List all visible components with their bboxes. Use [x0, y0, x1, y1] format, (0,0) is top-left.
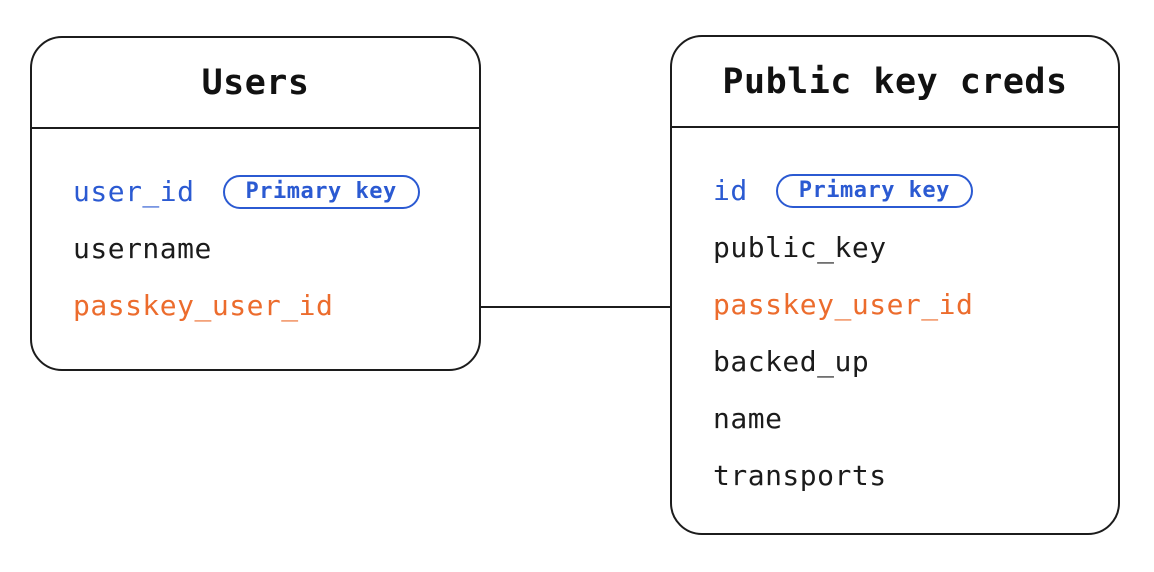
table-users-header: Users [32, 38, 479, 129]
table-public-key-creds-body: id Primary key public_key passkey_user_i… [672, 128, 1118, 504]
field-name: name [713, 402, 783, 435]
field-id: id [713, 174, 748, 207]
field-passkey-user-id: passkey_user_id [713, 288, 974, 321]
table-row: user_id Primary key [73, 163, 459, 220]
table-row: username [73, 220, 459, 277]
field-username: username [73, 232, 212, 265]
table-row: public_key [713, 219, 1098, 276]
table-public-key-creds-header: Public key creds [672, 37, 1118, 128]
field-transports: transports [713, 459, 887, 492]
table-public-key-creds-title: Public key creds [722, 61, 1068, 102]
table-users-body: user_id Primary key username passkey_use… [32, 129, 479, 334]
field-backed-up: backed_up [713, 345, 870, 378]
field-passkey-user-id: passkey_user_id [73, 289, 334, 322]
table-users: Users user_id Primary key username passk… [30, 36, 481, 371]
field-public-key: public_key [713, 231, 887, 264]
primary-key-badge: Primary key [775, 173, 973, 208]
table-row: passkey_user_id [713, 276, 1098, 333]
table-row: id Primary key [713, 162, 1098, 219]
table-public-key-creds: Public key creds id Primary key public_k… [670, 35, 1120, 535]
relationship-line [481, 306, 670, 308]
field-user-id: user_id [73, 175, 195, 208]
table-row: backed_up [713, 333, 1098, 390]
table-row: name [713, 390, 1098, 447]
primary-key-badge: Primary key [222, 174, 420, 209]
table-row: passkey_user_id [73, 277, 459, 334]
table-row: transports [713, 447, 1098, 504]
table-users-title: Users [201, 62, 310, 103]
